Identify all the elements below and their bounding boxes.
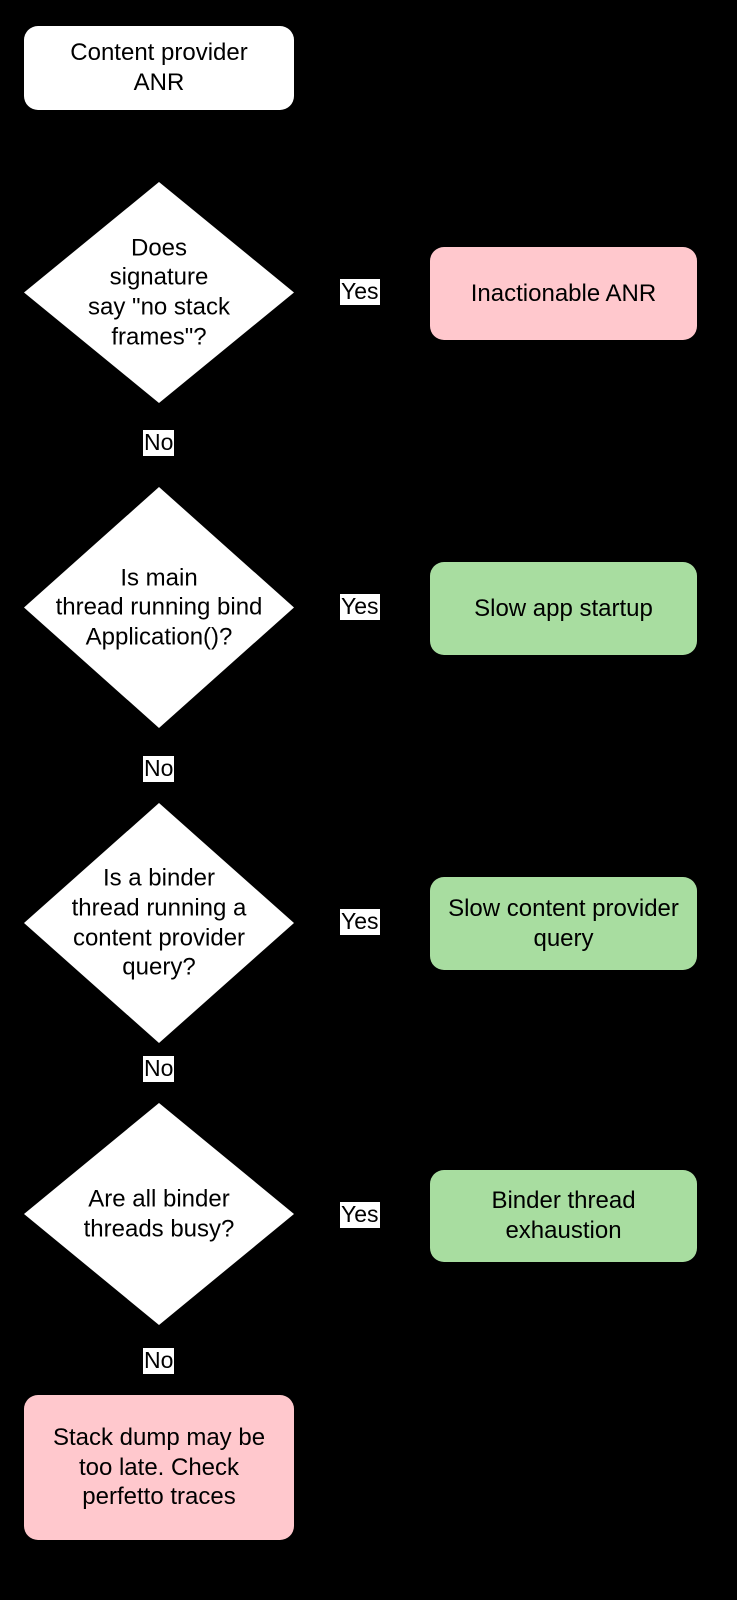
edge-label-no-decision-3: No <box>143 1055 175 1082</box>
node-outcome-slow-app-startup-label: Slow app startup <box>474 594 653 622</box>
node-outcome-binder-thread-exhaustion-label: Binder thread exhaustion <box>491 1187 636 1244</box>
edge-label-yes-decision-1: Yes <box>340 278 380 305</box>
node-outcome-check-perfetto-traces-label: Stack dump may be too late. Check perfet… <box>52 1423 266 1511</box>
edge-label-yes-decision-2: Yes <box>340 593 380 620</box>
node-outcome-slow-content-provider-query-label: Slow content provider query <box>448 894 679 952</box>
node-outcome-slow-app-startup[interactable]: Slow app startup <box>430 562 697 655</box>
node-outcome-check-perfetto-traces[interactable]: Stack dump may be too late. Check perfet… <box>24 1395 294 1540</box>
node-decision-no-stack-frames[interactable]: Does signature say "no stack frames"? <box>24 182 294 403</box>
node-decision-binder-thread-content-provider-query[interactable]: Is a binder thread running a content pro… <box>24 803 294 1043</box>
edge-label-no-decision-1: No <box>143 429 175 456</box>
node-outcome-binder-thread-exhaustion[interactable]: Binder thread exhaustion <box>430 1170 697 1262</box>
edge-label-no-decision-2: No <box>143 755 175 782</box>
node-start-label: Content provider ANR <box>70 39 248 96</box>
edge-label-no-decision-4: No <box>143 1347 175 1374</box>
diamond-shape <box>24 182 294 403</box>
diamond-shape <box>24 803 294 1043</box>
node-decision-all-binder-threads-busy[interactable]: Are all binder threads busy? <box>24 1103 294 1325</box>
node-outcome-inactionable-anr-label: Inactionable ANR <box>470 279 657 307</box>
diamond-shape <box>24 1103 294 1325</box>
node-start-content-provider-anr[interactable]: Content provider ANR <box>24 26 294 110</box>
edge-label-yes-decision-4: Yes <box>340 1201 380 1228</box>
diamond-shape <box>24 487 294 728</box>
node-outcome-inactionable-anr[interactable]: Inactionable ANR <box>430 247 697 340</box>
edge-label-yes-decision-3: Yes <box>340 908 380 935</box>
node-decision-bind-application[interactable]: Is main thread running bind Application(… <box>24 487 294 728</box>
node-outcome-slow-content-provider-query[interactable]: Slow content provider query <box>430 877 697 970</box>
